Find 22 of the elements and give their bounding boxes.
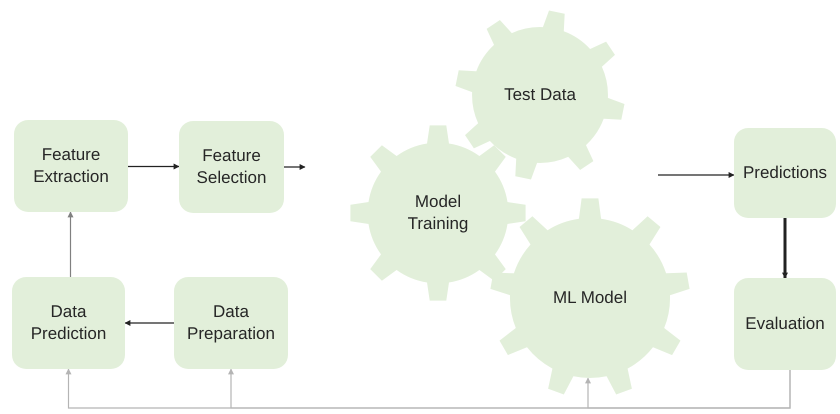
arrow: [585, 370, 791, 409]
arrow: [284, 164, 306, 170]
arrow: [658, 172, 735, 178]
box-label: Evaluation: [745, 312, 825, 335]
process-box: [179, 121, 284, 213]
process-box: [734, 128, 836, 218]
gear-label: ML Model: [552, 286, 627, 309]
box-label: Feature Selection: [196, 144, 268, 189]
process-box: [12, 277, 125, 369]
process-box: [174, 277, 288, 369]
gear-label: Test Data: [504, 84, 576, 106]
process-box: [734, 278, 836, 370]
arrow: [782, 218, 788, 279]
gear-label: Model Training: [406, 190, 470, 235]
process-box: [14, 120, 128, 212]
box-label: Data Prediction: [30, 300, 108, 345]
arrow: [124, 320, 174, 326]
arrow: [68, 211, 74, 277]
box-label: Data Preparation: [186, 300, 276, 345]
arrow: [128, 164, 180, 170]
box-label: Predictions: [742, 162, 828, 184]
box-label: Feature Extraction: [32, 144, 110, 188]
